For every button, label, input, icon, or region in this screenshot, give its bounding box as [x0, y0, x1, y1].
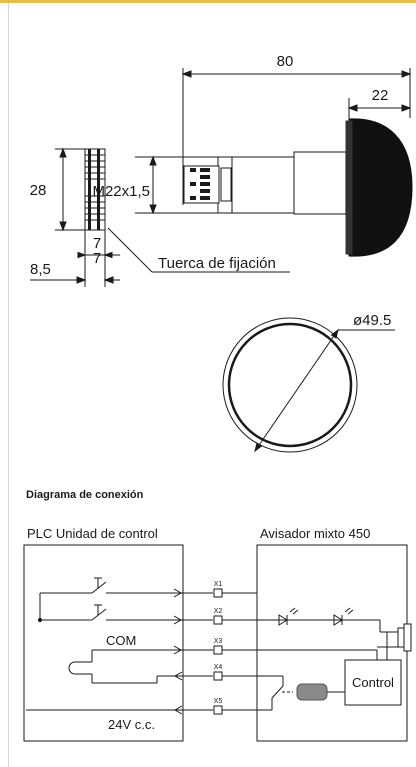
supply-label: 24V c.c.: [108, 717, 155, 732]
dim-length-label: 80: [277, 53, 294, 70]
dim-thread: [135, 155, 218, 215]
control-box: [344, 659, 402, 706]
nut-label: Tuerca de fijación: [158, 255, 276, 272]
diameter-label: ø49.5: [353, 312, 391, 329]
dim-offset-label: 8,5: [30, 261, 51, 278]
terminal-x1: X1: [214, 581, 223, 588]
relay-coil: [296, 683, 328, 701]
page-margin-rule: [8, 3, 9, 767]
dim-cap-label: 22: [372, 87, 389, 104]
terminal-x5: X5: [214, 698, 223, 705]
control-label: Control: [352, 675, 394, 690]
device-thread: [217, 156, 295, 214]
dim-cap: [347, 98, 412, 120]
terminal-x2: X2: [214, 608, 223, 615]
device-title: Avisador mixto 450: [260, 526, 370, 541]
nut-leader: [107, 227, 290, 273]
wiring-title: Diagrama de conexión: [26, 489, 144, 501]
dim-nut-a-label: 7: [93, 235, 101, 252]
dim-thread-label: M22x1,5: [92, 183, 150, 200]
plc-box: [23, 544, 184, 742]
device-body: [293, 151, 347, 215]
connector-pins: [190, 168, 210, 200]
dim-nut: [30, 230, 120, 287]
com-label: COM: [106, 633, 136, 648]
top-accent-bar: [0, 0, 416, 3]
front-view: [222, 317, 395, 453]
dim-nut-b-label: 7: [93, 250, 101, 267]
dim-height: [55, 147, 85, 232]
terminal-x4: X4: [214, 664, 223, 671]
device-cap-rim: [345, 120, 353, 255]
wiring-diagram: [23, 544, 412, 742]
fixing-nut: [84, 148, 106, 231]
plc-title: PLC Unidad de control: [27, 526, 158, 541]
device-side-view: [183, 118, 413, 257]
led-symbols: [278, 607, 354, 626]
device-cap: [348, 118, 413, 257]
dim-length: [181, 68, 412, 205]
buzzer-symbol: [376, 620, 412, 660]
terminal-x3: X3: [214, 638, 223, 645]
device-box: [256, 544, 408, 742]
dim-height-label: 28: [30, 182, 47, 199]
